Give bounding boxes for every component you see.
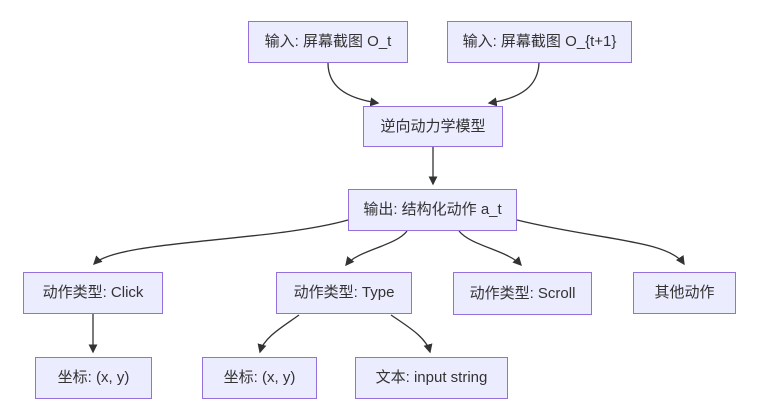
node-label: 逆向动力学模型 <box>380 117 486 135</box>
edge-output-to-scroll <box>458 230 522 266</box>
edge-type-to-coord <box>257 314 300 354</box>
node-action-type-type: 动作类型: Type <box>276 272 412 314</box>
node-action-type-scroll: 动作类型: Scroll <box>453 272 592 315</box>
node-coordinates-click: 坐标: (x, y) <box>35 357 152 399</box>
node-label: 动作类型: Scroll <box>469 284 576 302</box>
node-text-input-string: 文本: input string <box>355 357 508 399</box>
node-label: 输出: 结构化动作 a_t <box>363 201 502 218</box>
node-label: 坐标: (x, y) <box>57 369 130 386</box>
node-input-screenshot-t: 输入: 屏幕截图 O_t <box>248 21 408 63</box>
edge-input-t-to-idm <box>327 62 380 107</box>
node-action-type-click: 动作类型: Click <box>23 272 163 314</box>
edge-type-to-text <box>390 314 433 354</box>
edge-output-to-click <box>93 219 349 265</box>
node-input-screenshot-t1: 输入: 屏幕截图 O_{t+1} <box>447 21 632 63</box>
edge-input-t1-to-idm <box>487 62 540 107</box>
node-label: 动作类型: Click <box>42 284 144 301</box>
edge-output-to-type <box>345 230 408 267</box>
node-label: 文本: input string <box>375 369 488 386</box>
node-coordinates-type: 坐标: (x, y) <box>202 357 317 399</box>
node-label: 坐标: (x, y) <box>223 369 296 386</box>
node-label: 输入: 屏幕截图 O_t <box>264 33 392 50</box>
node-inverse-dynamics-model: 逆向动力学模型 <box>363 106 503 147</box>
node-label: 输入: 屏幕截图 O_{t+1} <box>462 33 617 50</box>
node-other-actions: 其他动作 <box>633 272 736 314</box>
node-output-structured-action: 输出: 结构化动作 a_t <box>348 189 517 231</box>
node-label: 其他动作 <box>654 284 715 301</box>
node-label: 动作类型: Type <box>293 284 395 301</box>
edge-output-to-other <box>516 219 685 266</box>
